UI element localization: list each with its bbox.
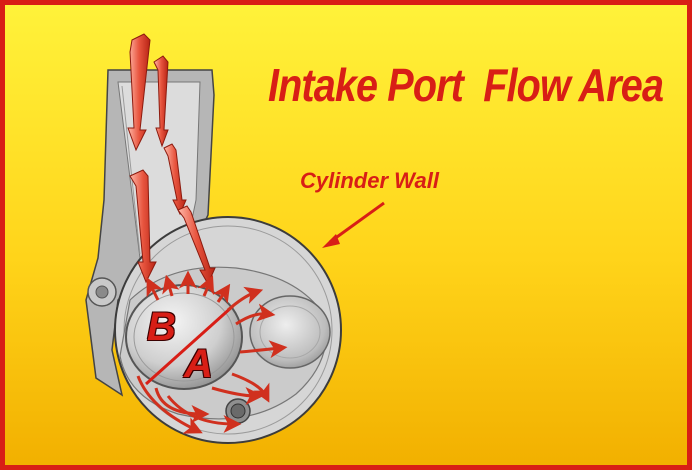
exhaust-valve	[249, 295, 331, 369]
cylinder-wall-label: Cylinder Wall	[300, 168, 439, 193]
area-b-label: B	[147, 305, 176, 349]
flow-arrows-small	[136, 270, 288, 434]
cylinder-wall-pointer	[329, 201, 385, 244]
flow-arrows-large	[127, 33, 216, 286]
diagram-title: Intake Port Flow Area	[268, 59, 664, 111]
flow-area-divider	[144, 304, 235, 386]
area-a-label: A	[184, 342, 213, 386]
